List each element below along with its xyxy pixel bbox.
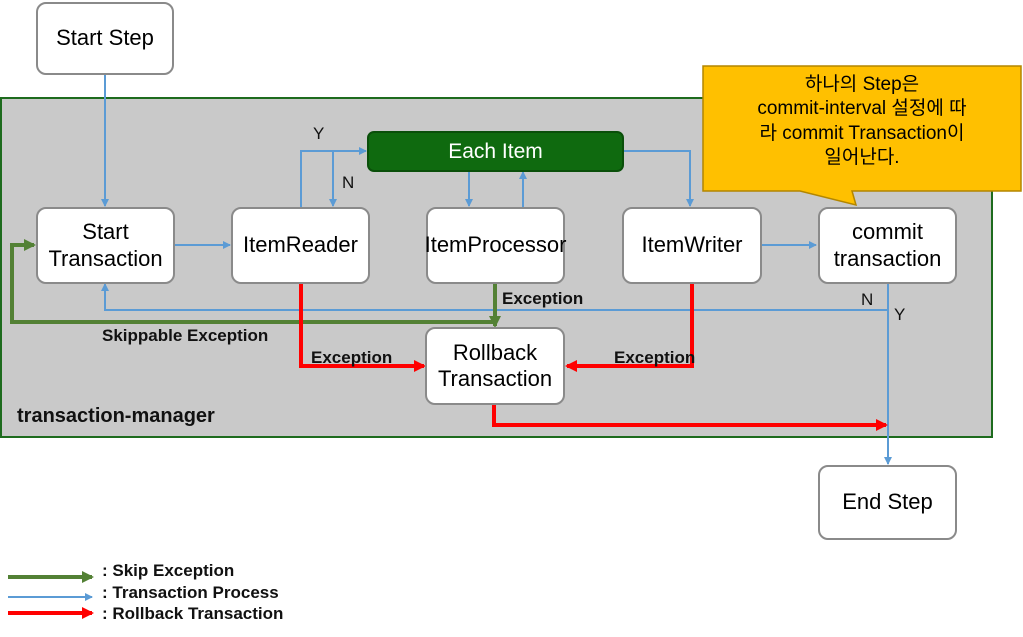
start-step-node: Start Step bbox=[36, 2, 174, 75]
arrow-eachitem-to-writer bbox=[624, 150, 694, 207]
arrow-reader-to-eachitem bbox=[300, 147, 367, 207]
item-reader-node: ItemReader bbox=[231, 207, 370, 284]
commit-interval-callout: 하나의 Step은 commit-interval 설정에 따 라 commit… bbox=[707, 73, 1017, 170]
commit-transaction-label-2: transaction bbox=[833, 245, 942, 271]
callout-line-1: 하나의 Step은 bbox=[804, 74, 920, 95]
reader-n-label: N bbox=[342, 173, 355, 192]
item-processor-label: ItemProcessor bbox=[424, 232, 567, 258]
end-step-label: End Step bbox=[842, 489, 933, 515]
writer-exception-label: Exception bbox=[614, 348, 696, 367]
callout-line-4: 일어난다. bbox=[824, 146, 900, 168]
start-transaction-label-2: Transaction bbox=[48, 245, 163, 271]
commit-transaction-label-1: commit bbox=[852, 219, 923, 245]
item-writer-node: ItemWriter bbox=[622, 207, 762, 284]
reader-exception-label: Exception bbox=[311, 348, 393, 367]
callout-line-3: 라 commit Transaction이 bbox=[759, 122, 965, 144]
rollback-transaction-label-1: Rollback bbox=[452, 339, 538, 365]
arrow-writer-exception bbox=[565, 283, 694, 372]
legend-skip-label: : Skip Exception bbox=[102, 561, 235, 580]
callout-line-2: commit-interval 설정에 따 bbox=[757, 98, 967, 120]
commit-transaction-node: commit transaction bbox=[818, 207, 957, 284]
end-step-node: End Step bbox=[818, 465, 957, 540]
item-processor-node: ItemProcessor bbox=[424, 207, 567, 284]
start-step-label: Start Step bbox=[56, 25, 154, 51]
callout-bubble bbox=[702, 65, 1022, 207]
commit-y-label: Y bbox=[894, 305, 906, 324]
commit-n-label: N bbox=[861, 290, 874, 309]
region-label: transaction-manager bbox=[17, 405, 215, 427]
rollback-transaction-node: Rollback Transaction bbox=[425, 327, 565, 405]
item-reader-label: ItemReader bbox=[243, 232, 358, 258]
arrow-skippable-exception bbox=[10, 239, 495, 324]
start-transaction-label-1: Start bbox=[82, 219, 129, 245]
legend-process-label: : Transaction Process bbox=[102, 583, 279, 602]
arrow-reader-exception bbox=[299, 283, 426, 372]
start-transaction-node: Start Transaction bbox=[36, 207, 175, 284]
item-writer-label: ItemWriter bbox=[641, 232, 743, 258]
reader-y-label: Y bbox=[313, 124, 325, 143]
each-item-label: Each Item bbox=[448, 139, 543, 163]
skippable-exception-label: Skippable Exception bbox=[102, 326, 269, 345]
each-item-node: Each Item bbox=[367, 131, 624, 172]
rollback-transaction-label-2: Transaction bbox=[437, 366, 553, 391]
legend-rollback-label: : Rollback Transaction bbox=[102, 604, 284, 623]
arrow-rollback-to-end bbox=[492, 405, 888, 431]
processor-exception-label: Exception bbox=[502, 289, 584, 308]
